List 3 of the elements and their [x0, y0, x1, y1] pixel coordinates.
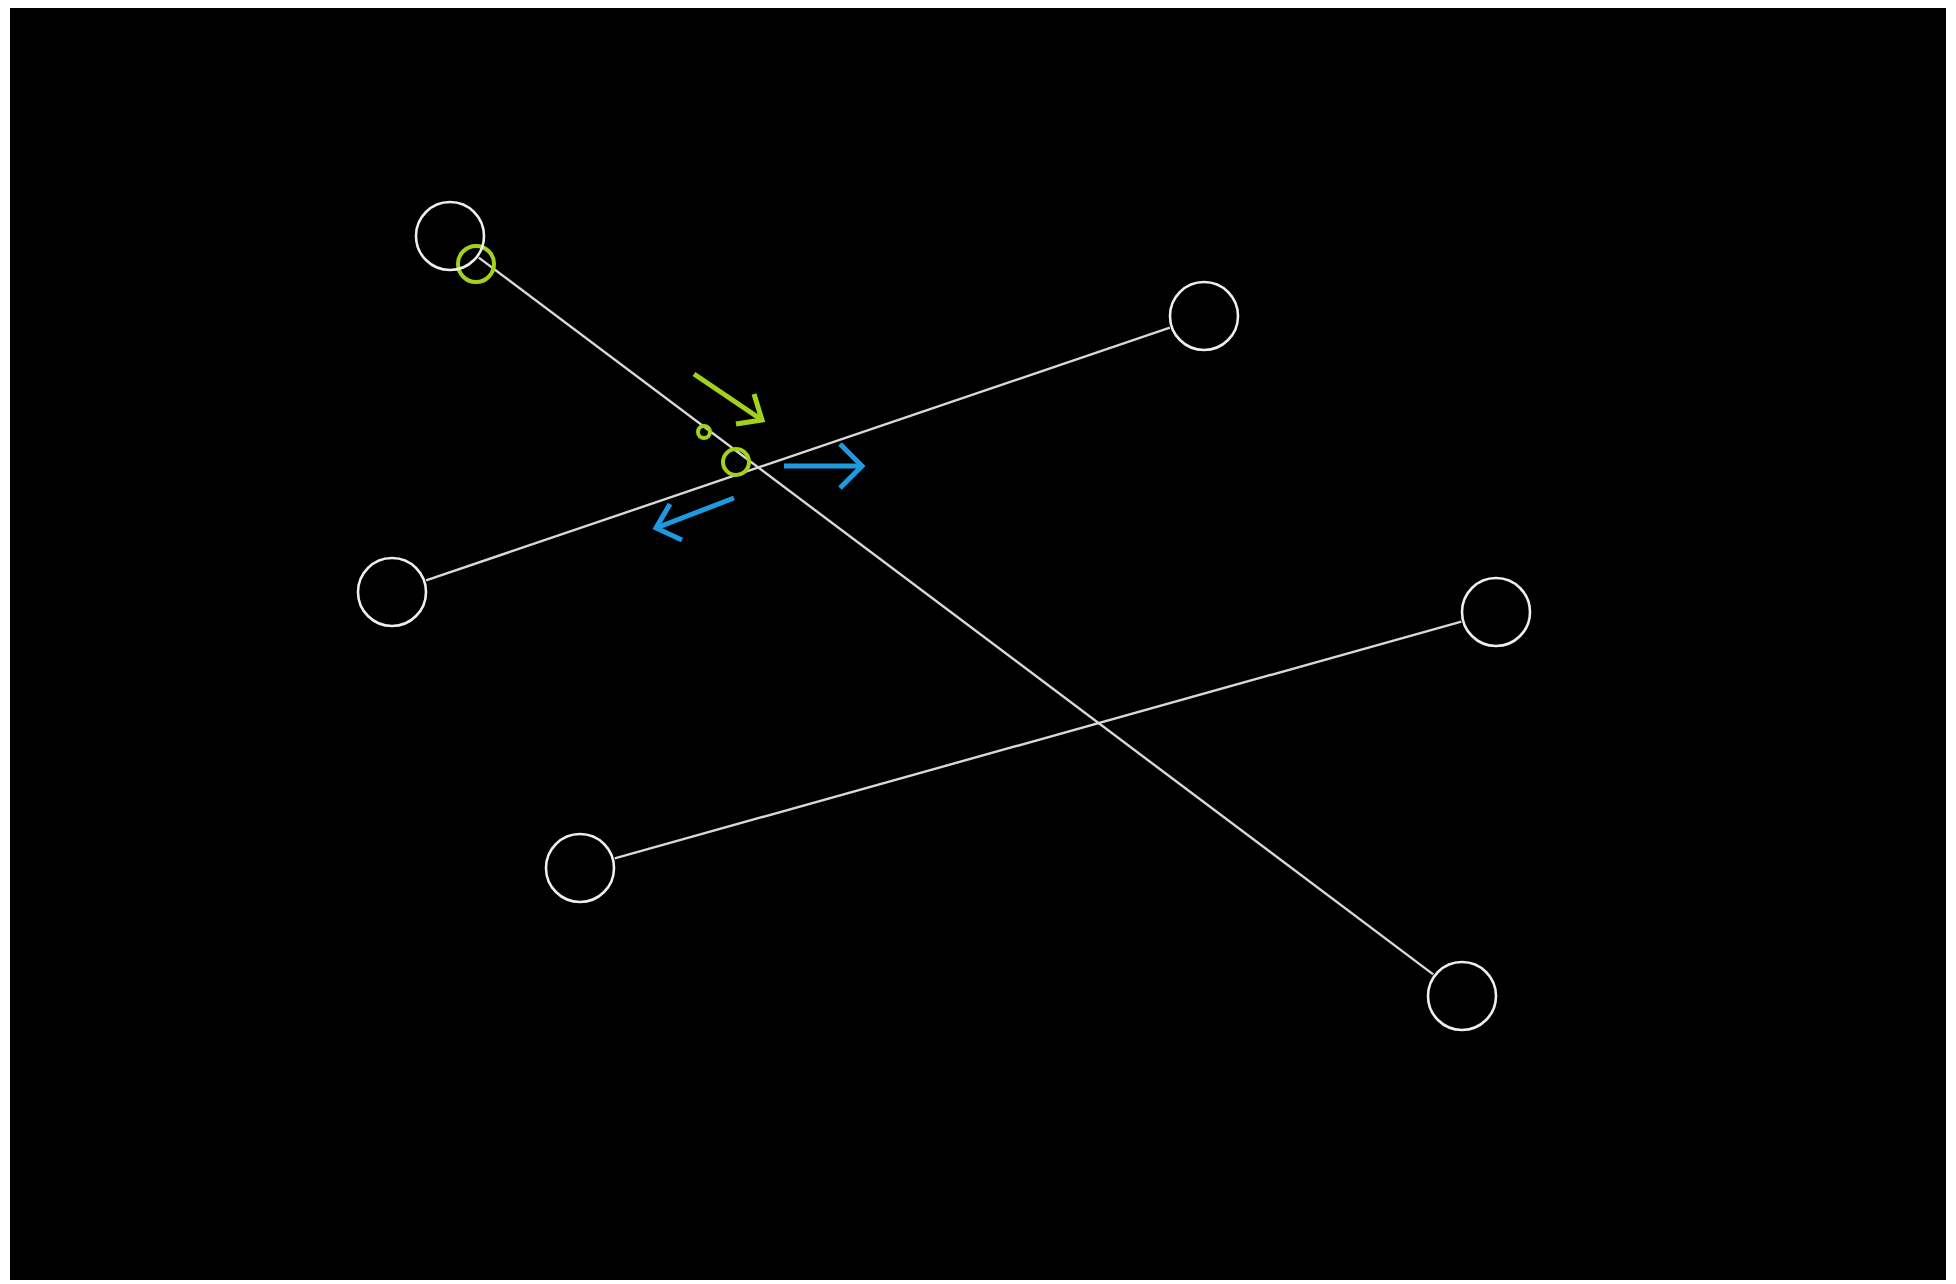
connector-line	[478, 256, 1434, 976]
connector-line	[614, 620, 1462, 860]
connector-line	[425, 326, 1171, 582]
